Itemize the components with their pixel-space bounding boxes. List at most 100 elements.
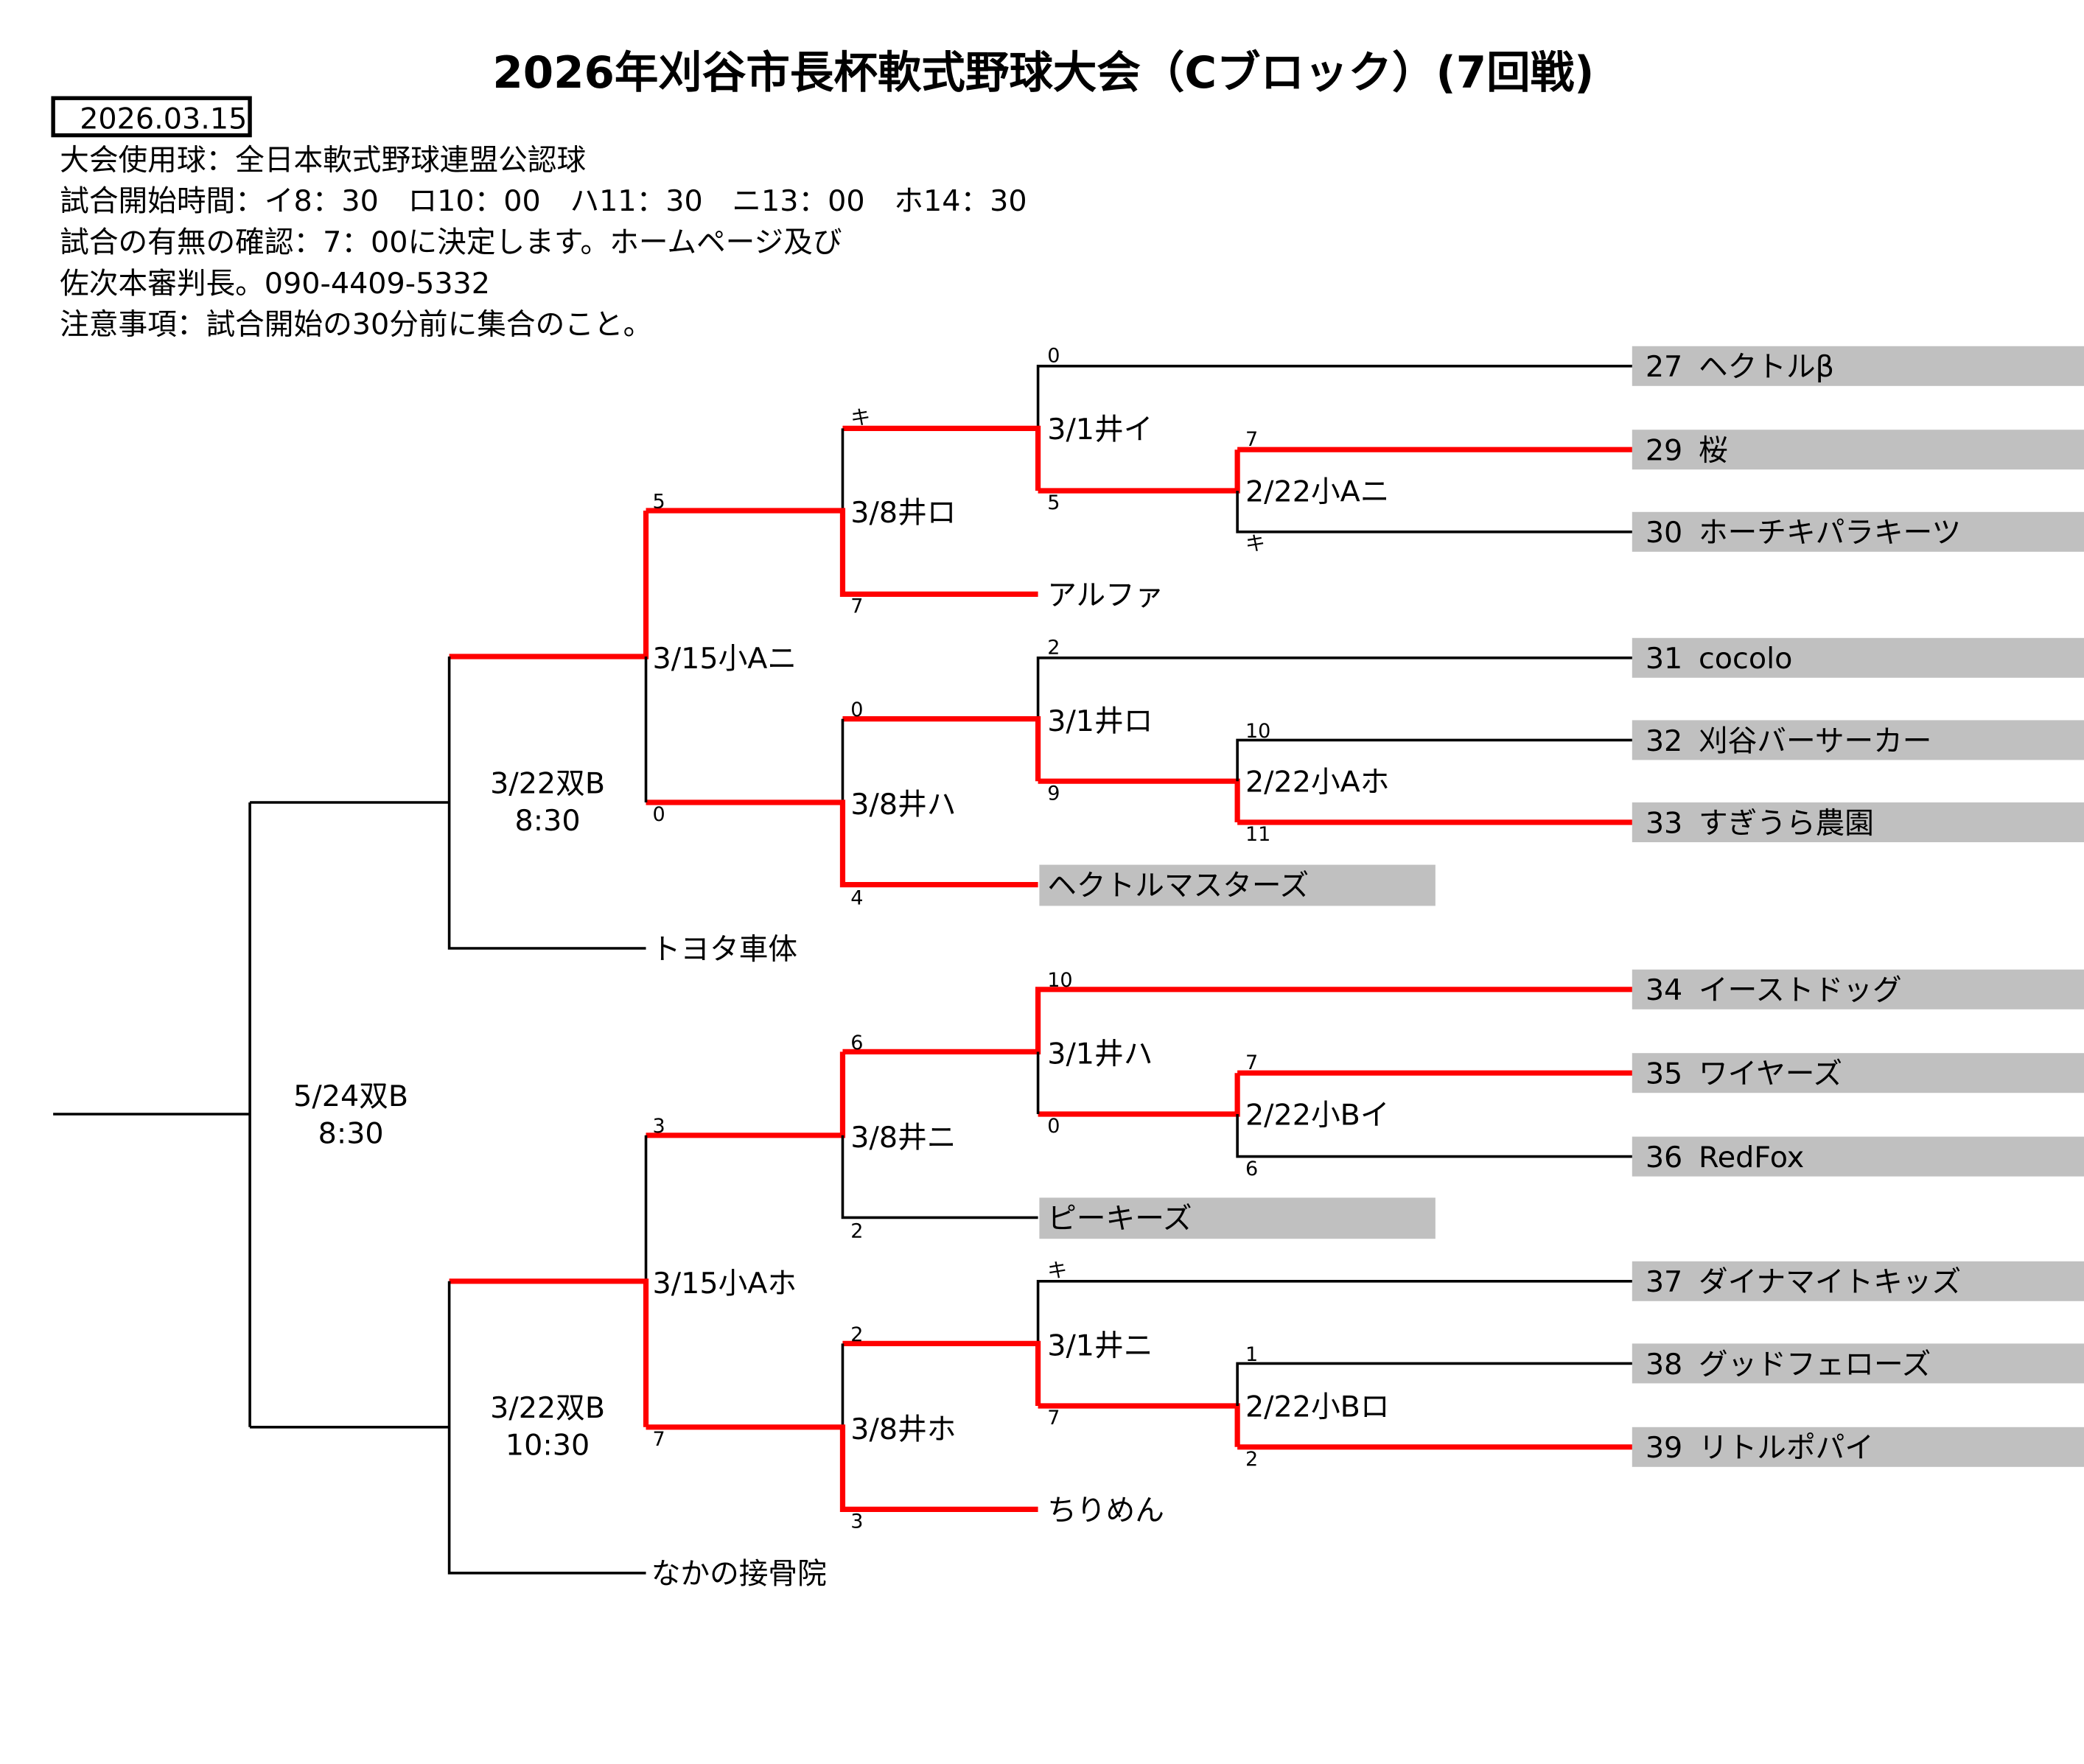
score: 11 [1245, 823, 1270, 846]
match-label: 3/1井ハ [1047, 1037, 1153, 1071]
match-time: 8:30 [318, 1117, 384, 1151]
info-line: 注意事項：試合開始の30分前に集合のこと。 [60, 308, 652, 342]
seed-number: 39 [1646, 1431, 1682, 1465]
date-box [51, 96, 252, 138]
seed-bar [1632, 637, 2084, 678]
score: 6 [1245, 1158, 1258, 1180]
info-line: 試合の有無の確認：7：00に決定します。ホームページ及び [60, 225, 842, 259]
bracket-line [449, 511, 649, 659]
score: 3 [850, 1511, 863, 1533]
team-name: cocolo [1699, 642, 1792, 676]
match-time: 10:30 [506, 1429, 590, 1463]
score: 2 [1047, 636, 1060, 659]
bracket-line [842, 716, 1041, 782]
seed-bar [1039, 864, 1436, 906]
match-label: 3/8井ニ [850, 1121, 956, 1155]
seed-bar [1632, 1427, 2084, 1467]
team-name: ちりめん [1047, 1494, 1164, 1527]
team-name: 桜 [1699, 434, 1728, 468]
score: 4 [850, 887, 863, 910]
seed-bar [1632, 1343, 2084, 1384]
bracket-line [53, 802, 251, 1427]
bracket-line [646, 1051, 846, 1138]
match-label: 3/22双B [490, 1391, 605, 1425]
bracket-line [250, 657, 646, 950]
score: 6 [850, 1032, 863, 1054]
team-name: なかの接骨院 [651, 1557, 827, 1591]
seed-bar [1632, 1136, 2084, 1177]
match-label: 2/22小Aニ [1245, 475, 1390, 508]
match-label: 3/1井ロ [1047, 704, 1153, 738]
match-labels: 2/22小Aニ 2/22小Aホ 2/22小Bイ 2/22小Bロ 3/1井イ 3/… [293, 413, 1389, 1463]
seed-number: 30 [1646, 516, 1682, 550]
bracket-line [646, 508, 1038, 597]
score: 7 [1245, 428, 1258, 451]
seed-bar [1632, 430, 2084, 470]
seed-number: 36 [1646, 1141, 1682, 1175]
match-label: 2/22小Bイ [1245, 1098, 1390, 1132]
match-label: 3/1井ニ [1047, 1329, 1153, 1363]
score: 0 [1047, 344, 1060, 367]
bracket-line [1236, 1114, 1632, 1158]
team-name: ホーチキパラキーツ [1699, 516, 1961, 550]
bracket-line [841, 1135, 1038, 1219]
team-name: ダイナマイトキッズ [1699, 1265, 1961, 1299]
score: 1 [1245, 1343, 1258, 1366]
seed-number: 33 [1646, 806, 1682, 840]
team-name: ワイヤーズ [1699, 1057, 1842, 1091]
team-name: RedFox [1699, 1141, 1804, 1175]
team-name: ヘクトルβ [1699, 350, 1834, 384]
seed-bar [1632, 346, 2084, 386]
score: キ [1245, 533, 1265, 556]
match-label: 3/8井ハ [850, 788, 956, 822]
score: キ [1047, 1259, 1067, 1282]
seed-number: 35 [1646, 1057, 1682, 1091]
match-label: 2/22小Bロ [1245, 1390, 1390, 1424]
seed-bar [1632, 511, 2084, 552]
date: 2026.03.15 [80, 102, 247, 136]
score: キ [850, 407, 870, 430]
match-label: 2/22小Aホ [1245, 766, 1390, 799]
info-line: 大会使用球：全日本軟式野球連盟公認球 [60, 143, 586, 177]
seed-number: 38 [1646, 1348, 1682, 1382]
team-name: ヘクトルマスターズ [1047, 869, 1309, 903]
bracket-line [842, 987, 1632, 1054]
bracket-line [449, 1278, 649, 1427]
bracket-line [1036, 657, 1632, 719]
bracket-line [1236, 1362, 1632, 1406]
seed-number: 37 [1646, 1265, 1682, 1299]
bracket-lines [53, 365, 1632, 1575]
seed-bar [1039, 1197, 1436, 1239]
seed-number: 27 [1646, 350, 1682, 384]
score: 7 [1245, 1051, 1258, 1074]
page-title: 2026年刈谷市長杯軟式野球大会（Cブロック）(7回戦) [492, 48, 1594, 99]
score: 2 [850, 1323, 863, 1346]
bracket-line [646, 1424, 1038, 1512]
seed-bar [1632, 802, 2084, 842]
match-label: 3/1井イ [1047, 413, 1153, 447]
team-name: グッドフェローズ [1699, 1348, 1931, 1382]
score: 2 [850, 1219, 863, 1242]
seed-number: 34 [1646, 973, 1682, 1007]
score: 0 [850, 699, 863, 721]
seed-bar [1632, 1053, 2084, 1093]
bracket-line [1236, 491, 1632, 533]
bracket-line [1236, 738, 1632, 782]
team-name: すぎうら農園 [1699, 806, 1874, 840]
seed-number: 31 [1646, 642, 1682, 676]
bracket-line [250, 1281, 646, 1575]
score: 5 [1047, 491, 1060, 514]
bracket-line [842, 1340, 1041, 1406]
bracket-line [842, 425, 1041, 491]
team-name: 刈谷バーサーカー [1699, 724, 1932, 758]
score: 10 [1047, 969, 1072, 992]
match-label: 3/8井ロ [850, 496, 956, 530]
team-name: トヨタ車体 [651, 932, 797, 966]
seed-number: 29 [1646, 434, 1682, 468]
match-label: 5/24双B [293, 1079, 408, 1113]
score: 3 [653, 1115, 665, 1138]
score: 7 [850, 595, 863, 618]
